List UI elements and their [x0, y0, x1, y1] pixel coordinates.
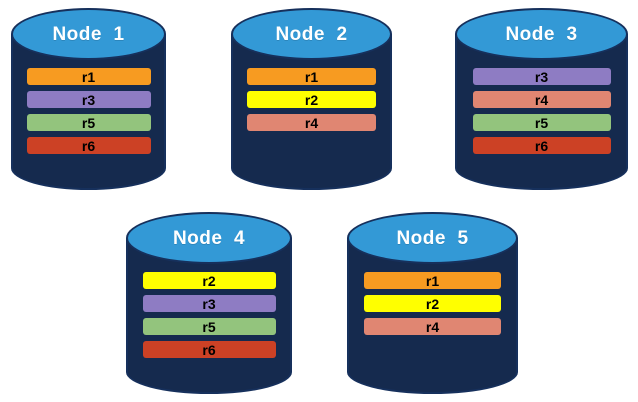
- replica-bar-r3: r3: [472, 68, 611, 85]
- replica-bar-r5: r5: [142, 318, 276, 335]
- cylinder-top-ellipse: [11, 8, 166, 60]
- replica-label: r6: [534, 137, 549, 154]
- replica-stack: r3 r4 r5 r6: [455, 68, 628, 154]
- node-title: Node 1: [52, 24, 125, 45]
- node-title: Node 3: [505, 24, 578, 45]
- replica-label: r4: [425, 318, 440, 335]
- replica-stack: r1 r3 r5 r6: [11, 68, 166, 154]
- replica-label: r2: [202, 272, 216, 289]
- replica-bar-r1: r1: [247, 68, 376, 85]
- database-node-5: Node 5 r1 r2 r4: [347, 212, 518, 394]
- replica-label: r4: [534, 91, 549, 108]
- database-node-4: Node 4 r2 r3 r5 r6: [126, 212, 292, 394]
- replica-bar-r1: r1: [26, 68, 151, 85]
- replica-label: r1: [81, 68, 96, 85]
- replica-label: r3: [534, 68, 549, 85]
- database-node-2: Node 2 r1 r2 r4: [231, 8, 392, 190]
- replica-bar-r5: r5: [472, 114, 611, 131]
- database-node-1: Node 1 r1 r3 r5 r6: [11, 8, 166, 190]
- replica-stack: r2 r3 r5 r6: [126, 272, 292, 358]
- replica-label: r4: [304, 114, 319, 131]
- replica-label: r2: [425, 295, 440, 312]
- replica-bar-r2: r2: [142, 272, 276, 289]
- cylinder-top-ellipse: [455, 8, 628, 60]
- replica-bar-r6: r6: [472, 137, 611, 154]
- replica-label: r3: [81, 91, 96, 108]
- replica-bar-r5: r5: [26, 114, 151, 131]
- replica-label: r2: [304, 91, 319, 108]
- replica-label: r6: [81, 137, 96, 154]
- node-title: Node 5: [396, 228, 469, 249]
- cylinder-body: [455, 34, 628, 190]
- replica-label: r1: [425, 272, 440, 289]
- replica-bar-r2: r2: [247, 91, 376, 108]
- cylinder-top-ellipse: [231, 8, 392, 60]
- node-title: Node 4: [172, 228, 246, 249]
- replica-bar-r4: r4: [364, 318, 501, 335]
- replica-label: r3: [202, 295, 216, 312]
- replica-label: r5: [202, 318, 216, 335]
- replica-bar-r1: r1: [364, 272, 501, 289]
- cylinder-top-ellipse: [347, 212, 518, 264]
- replica-label: r1: [304, 68, 319, 85]
- replica-bar-r6: r6: [142, 341, 276, 358]
- replica-bar-r4: r4: [247, 114, 376, 131]
- replica-label: r5: [81, 114, 96, 131]
- replica-label: r5: [534, 114, 549, 131]
- replica-stack: r1 r2 r4: [231, 68, 392, 131]
- cylinder-body: [231, 34, 392, 190]
- cylinder-top-ellipse: [126, 212, 292, 264]
- node-title: Node 2: [275, 24, 348, 45]
- replica-bar-r4: r4: [472, 91, 611, 108]
- replica-bar-r3: r3: [26, 91, 151, 108]
- replica-stack: r1 r2 r4: [347, 272, 518, 335]
- replica-bar-r2: r2: [364, 295, 501, 312]
- database-node-3: Node 3 r3 r4 r5 r6: [455, 8, 628, 190]
- replica-bar-r6: r6: [26, 137, 151, 154]
- replica-label: r6: [202, 341, 216, 358]
- cylinder-body: [126, 238, 292, 394]
- replica-bar-r3: r3: [142, 295, 276, 312]
